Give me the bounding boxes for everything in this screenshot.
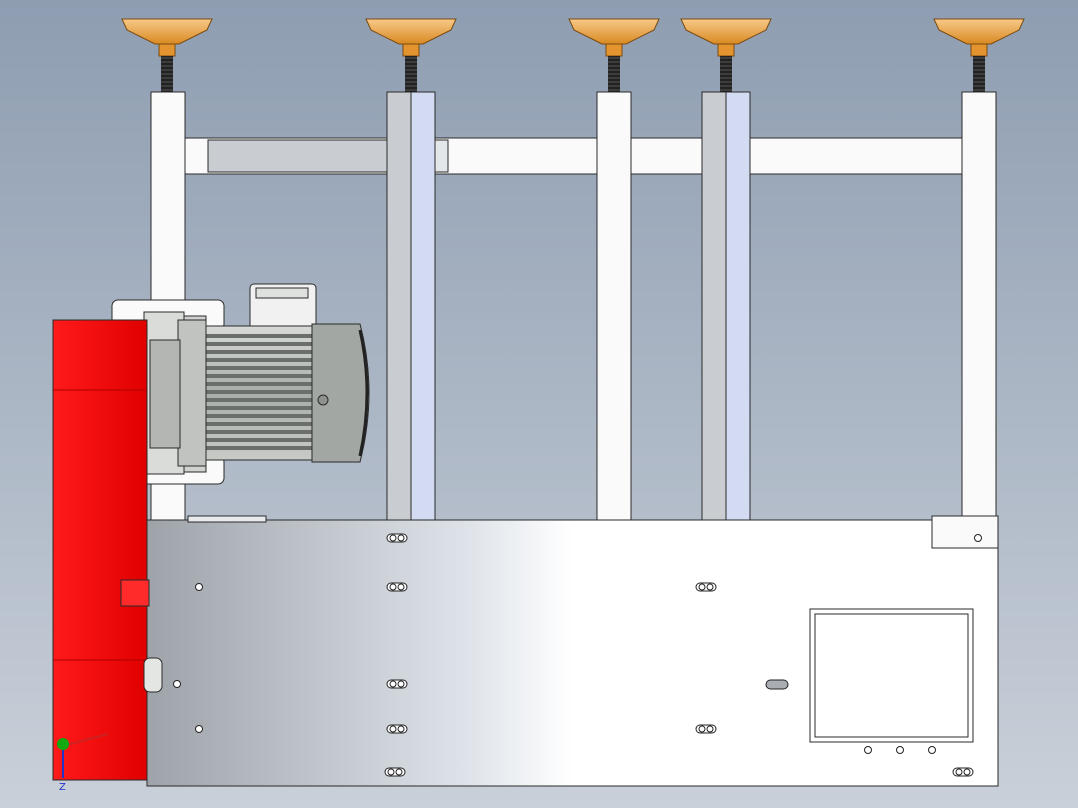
leveling-foot	[568, 18, 660, 92]
leveling-feet	[121, 18, 1025, 92]
electric-motor	[149, 283, 370, 467]
post-5	[961, 91, 997, 523]
coordinate-triad-icon: Z	[57, 733, 109, 793]
post-3	[596, 91, 632, 523]
post-4	[701, 91, 751, 523]
post-2	[386, 91, 436, 523]
cross-beam	[183, 137, 963, 175]
vertical-posts	[150, 91, 997, 523]
base-plate	[146, 515, 999, 787]
leveling-foot	[365, 18, 457, 92]
leveling-foot	[121, 18, 213, 92]
red-gearbox	[52, 319, 163, 781]
triad-z-label: Z	[59, 782, 66, 793]
leveling-foot	[933, 18, 1025, 92]
leveling-foot	[680, 18, 772, 92]
